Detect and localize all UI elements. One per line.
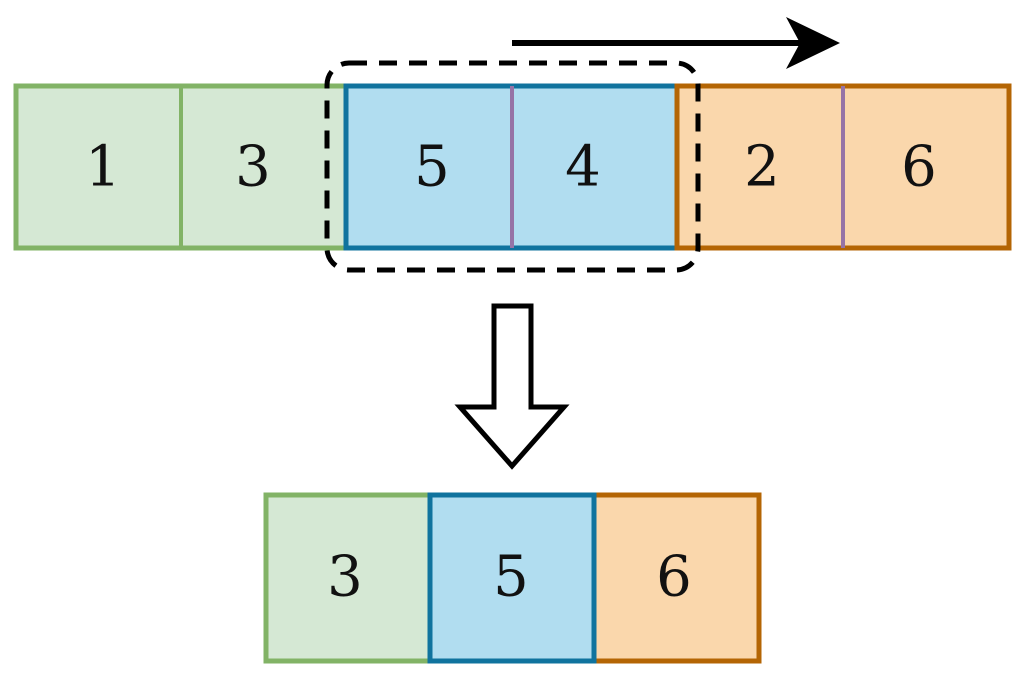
top-cell-label-2: 3 [235,135,271,200]
bottom-cell-label-1: 3 [327,545,363,610]
top-cell-label-6: 6 [901,135,937,200]
sliding-window-frame [324,60,701,273]
top-cell-label-1: 1 [85,135,121,200]
top-cell-label-4: 4 [565,135,601,200]
output-cell-orange [591,492,762,664]
input-row: 1 3 5 4 2 6 [13,83,1012,251]
output-cell-green [263,492,433,664]
top-cell-label-3: 5 [414,135,450,200]
arrow-right-icon [512,17,840,69]
output-cell-blue [427,492,597,664]
top-cell-label-5: 2 [744,135,780,200]
output-row: 3 5 6 [263,492,762,664]
hollow-arrow-down-icon [454,303,570,470]
bottom-cell-label-2: 5 [493,545,529,610]
bottom-cell-label-3: 6 [656,545,692,610]
